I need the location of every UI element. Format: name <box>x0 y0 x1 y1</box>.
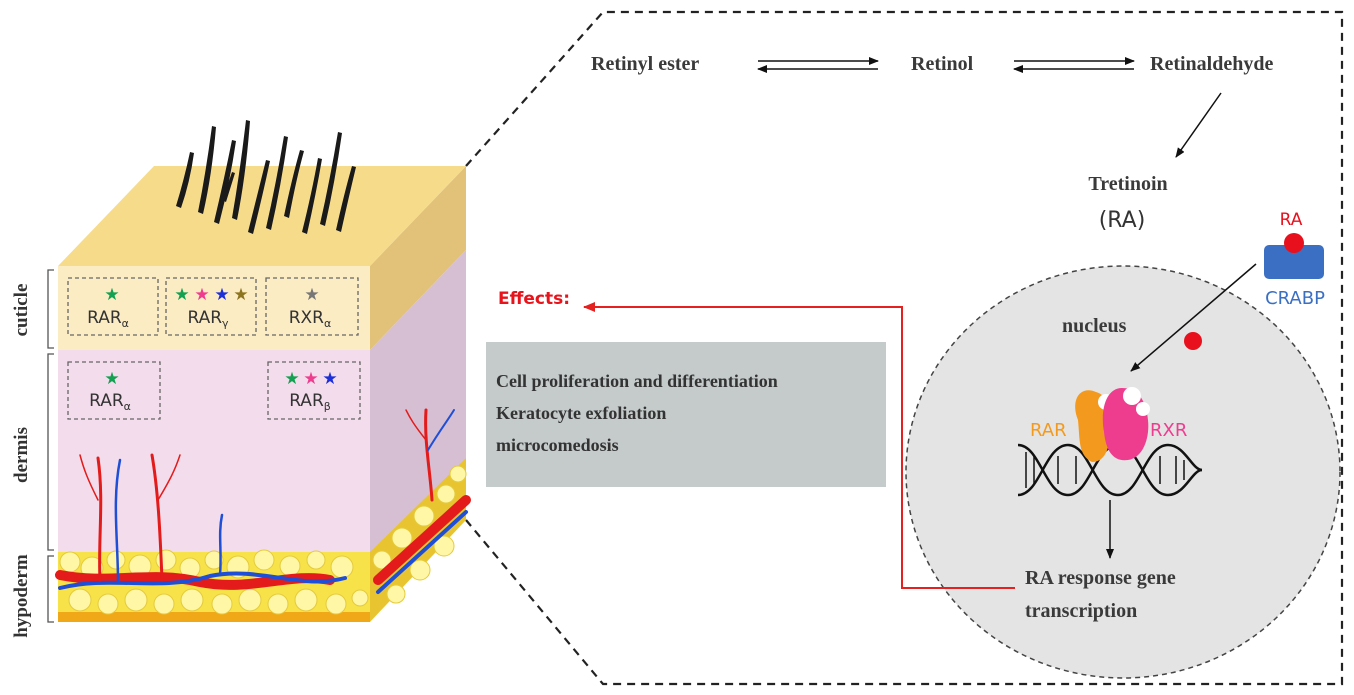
svg-text:★: ★ <box>303 369 318 389</box>
hairs <box>176 120 356 234</box>
transcription-line-1: RA response gene <box>1025 567 1176 589</box>
effects-label: Effects: <box>498 289 570 309</box>
cuticle-rar-alpha-label: RARα <box>87 308 129 330</box>
receptor-stars: ★ ★ ★ ★ ★ ★ ★ ★ ★ ★ <box>104 285 337 389</box>
svg-text:★: ★ <box>322 369 337 389</box>
effects-item: Cell proliferation and differentiation <box>496 371 778 391</box>
skin-top-surface <box>58 166 466 266</box>
dermis-receptor-boxes <box>67 361 361 420</box>
pathway-retinaldehyde: Retinaldehyde <box>1150 53 1273 75</box>
cuticle-rxr-alpha-label: RXRα <box>289 308 332 330</box>
blood-vessels <box>55 408 471 594</box>
effects-item: microcomedosis <box>496 435 619 455</box>
svg-text:★: ★ <box>194 285 209 305</box>
pathway-retinol: Retinol <box>911 53 974 75</box>
layer-label-cuticle: cuticle <box>11 284 32 337</box>
layer-label-dermis: dermis <box>11 427 32 483</box>
dermis-rar-alpha-label: RARα <box>89 391 131 413</box>
ra-label: RA <box>1280 210 1303 230</box>
skin-block: ★ ★ ★ ★ ★ ★ ★ ★ ★ ★ RARα RARγ RXRα RARα … <box>55 120 471 622</box>
dermis-rar-beta-label: RARβ <box>289 391 331 413</box>
svg-text:★: ★ <box>304 285 319 305</box>
effects-item: Keratocyte exfoliation <box>496 403 666 423</box>
transcription-line-2: transcription <box>1025 600 1137 622</box>
layer-label-hypoderm: hypoderm <box>11 554 32 638</box>
cuticle-side <box>370 166 466 350</box>
crabp-label: CRABP <box>1265 288 1325 309</box>
cuticle-receptor-boxes <box>67 277 359 336</box>
pathway-ra-paren: (RA) <box>1099 208 1146 233</box>
rar-label: RAR <box>1030 420 1067 441</box>
callout-frame <box>465 10 1344 686</box>
svg-text:★: ★ <box>174 285 189 305</box>
svg-text:★: ★ <box>233 285 248 305</box>
cuticle-rar-gamma-label: RARγ <box>187 308 229 330</box>
reversible-arrows <box>757 57 1135 73</box>
cuticle-front <box>58 266 370 350</box>
dermis-front <box>58 350 370 555</box>
layer-brackets <box>47 269 54 623</box>
svg-text:★: ★ <box>284 369 299 389</box>
dna-base-pairs <box>1025 452 1185 488</box>
nucleus-label: nucleus <box>1062 315 1127 337</box>
effects-box <box>486 342 886 487</box>
svg-text:★: ★ <box>104 285 119 305</box>
effects-feedback-arrow <box>583 302 1015 589</box>
retinaldehyde-to-tretinoin-arrow <box>1175 92 1222 158</box>
rxr-receptor <box>1102 387 1150 461</box>
pathway-retinyl-ester: Retinyl ester <box>591 53 699 75</box>
rxr-label: RXR <box>1150 420 1187 441</box>
nucleus <box>905 265 1341 679</box>
svg-text:★: ★ <box>104 369 119 389</box>
crabp-to-receptor-arrow <box>1130 263 1257 372</box>
ra-dot-crabp <box>1284 233 1304 253</box>
svg-text:★: ★ <box>214 285 229 305</box>
pathway-tretinoin: Tretinoin <box>1088 173 1167 195</box>
ra-dot-nucleus <box>1184 332 1202 350</box>
crabp-protein <box>1264 245 1324 279</box>
